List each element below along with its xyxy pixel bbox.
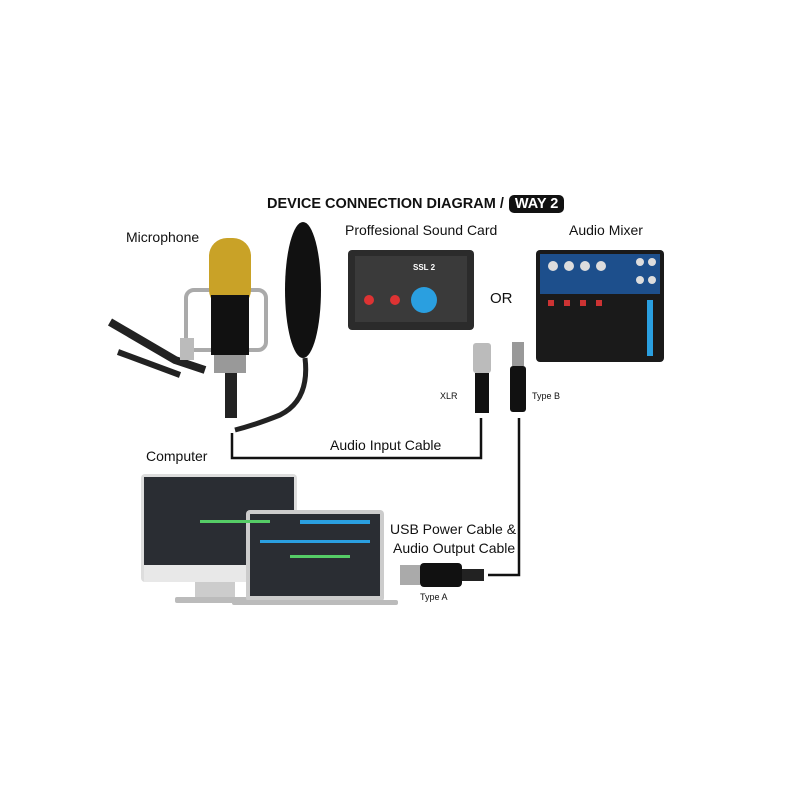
pop-filter-image [234, 222, 321, 433]
audio-mixer-image [536, 250, 664, 362]
boom-arm [107, 318, 207, 378]
computer-image [141, 474, 398, 605]
mixer-label: Audio Mixer [569, 222, 643, 238]
type-b-label: Type B [532, 391, 561, 401]
xlr-connector-image [473, 343, 491, 413]
audio-input-cable [230, 418, 483, 460]
type-b-connector-image [510, 342, 526, 412]
usb-cable [488, 418, 521, 577]
svg-text:SSL 2: SSL 2 [413, 263, 436, 272]
type-a-label: Type A [420, 592, 448, 602]
diagram-title: DEVICE CONNECTION DIAGRAM / WAY 2 [267, 195, 565, 213]
sound-card-image: SSL 2 [348, 250, 474, 330]
usb-cable-label-line1: USB Power Cable & [390, 521, 517, 537]
xlr-label: XLR [440, 391, 458, 401]
audio-input-cable-label: Audio Input Cable [330, 437, 442, 453]
microphone-label: Microphone [126, 229, 200, 245]
or-label: OR [490, 290, 513, 307]
title-text: DEVICE CONNECTION DIAGRAM / [267, 196, 504, 212]
type-a-connector-image [400, 563, 484, 587]
computer-label: Computer [146, 448, 208, 464]
usb-cable-label-line2: Audio Output Cable [393, 540, 516, 556]
way-badge: WAY 2 [508, 195, 565, 213]
microphone-image [180, 238, 268, 418]
sound-card-label: Proffesional Sound Card [345, 222, 498, 238]
